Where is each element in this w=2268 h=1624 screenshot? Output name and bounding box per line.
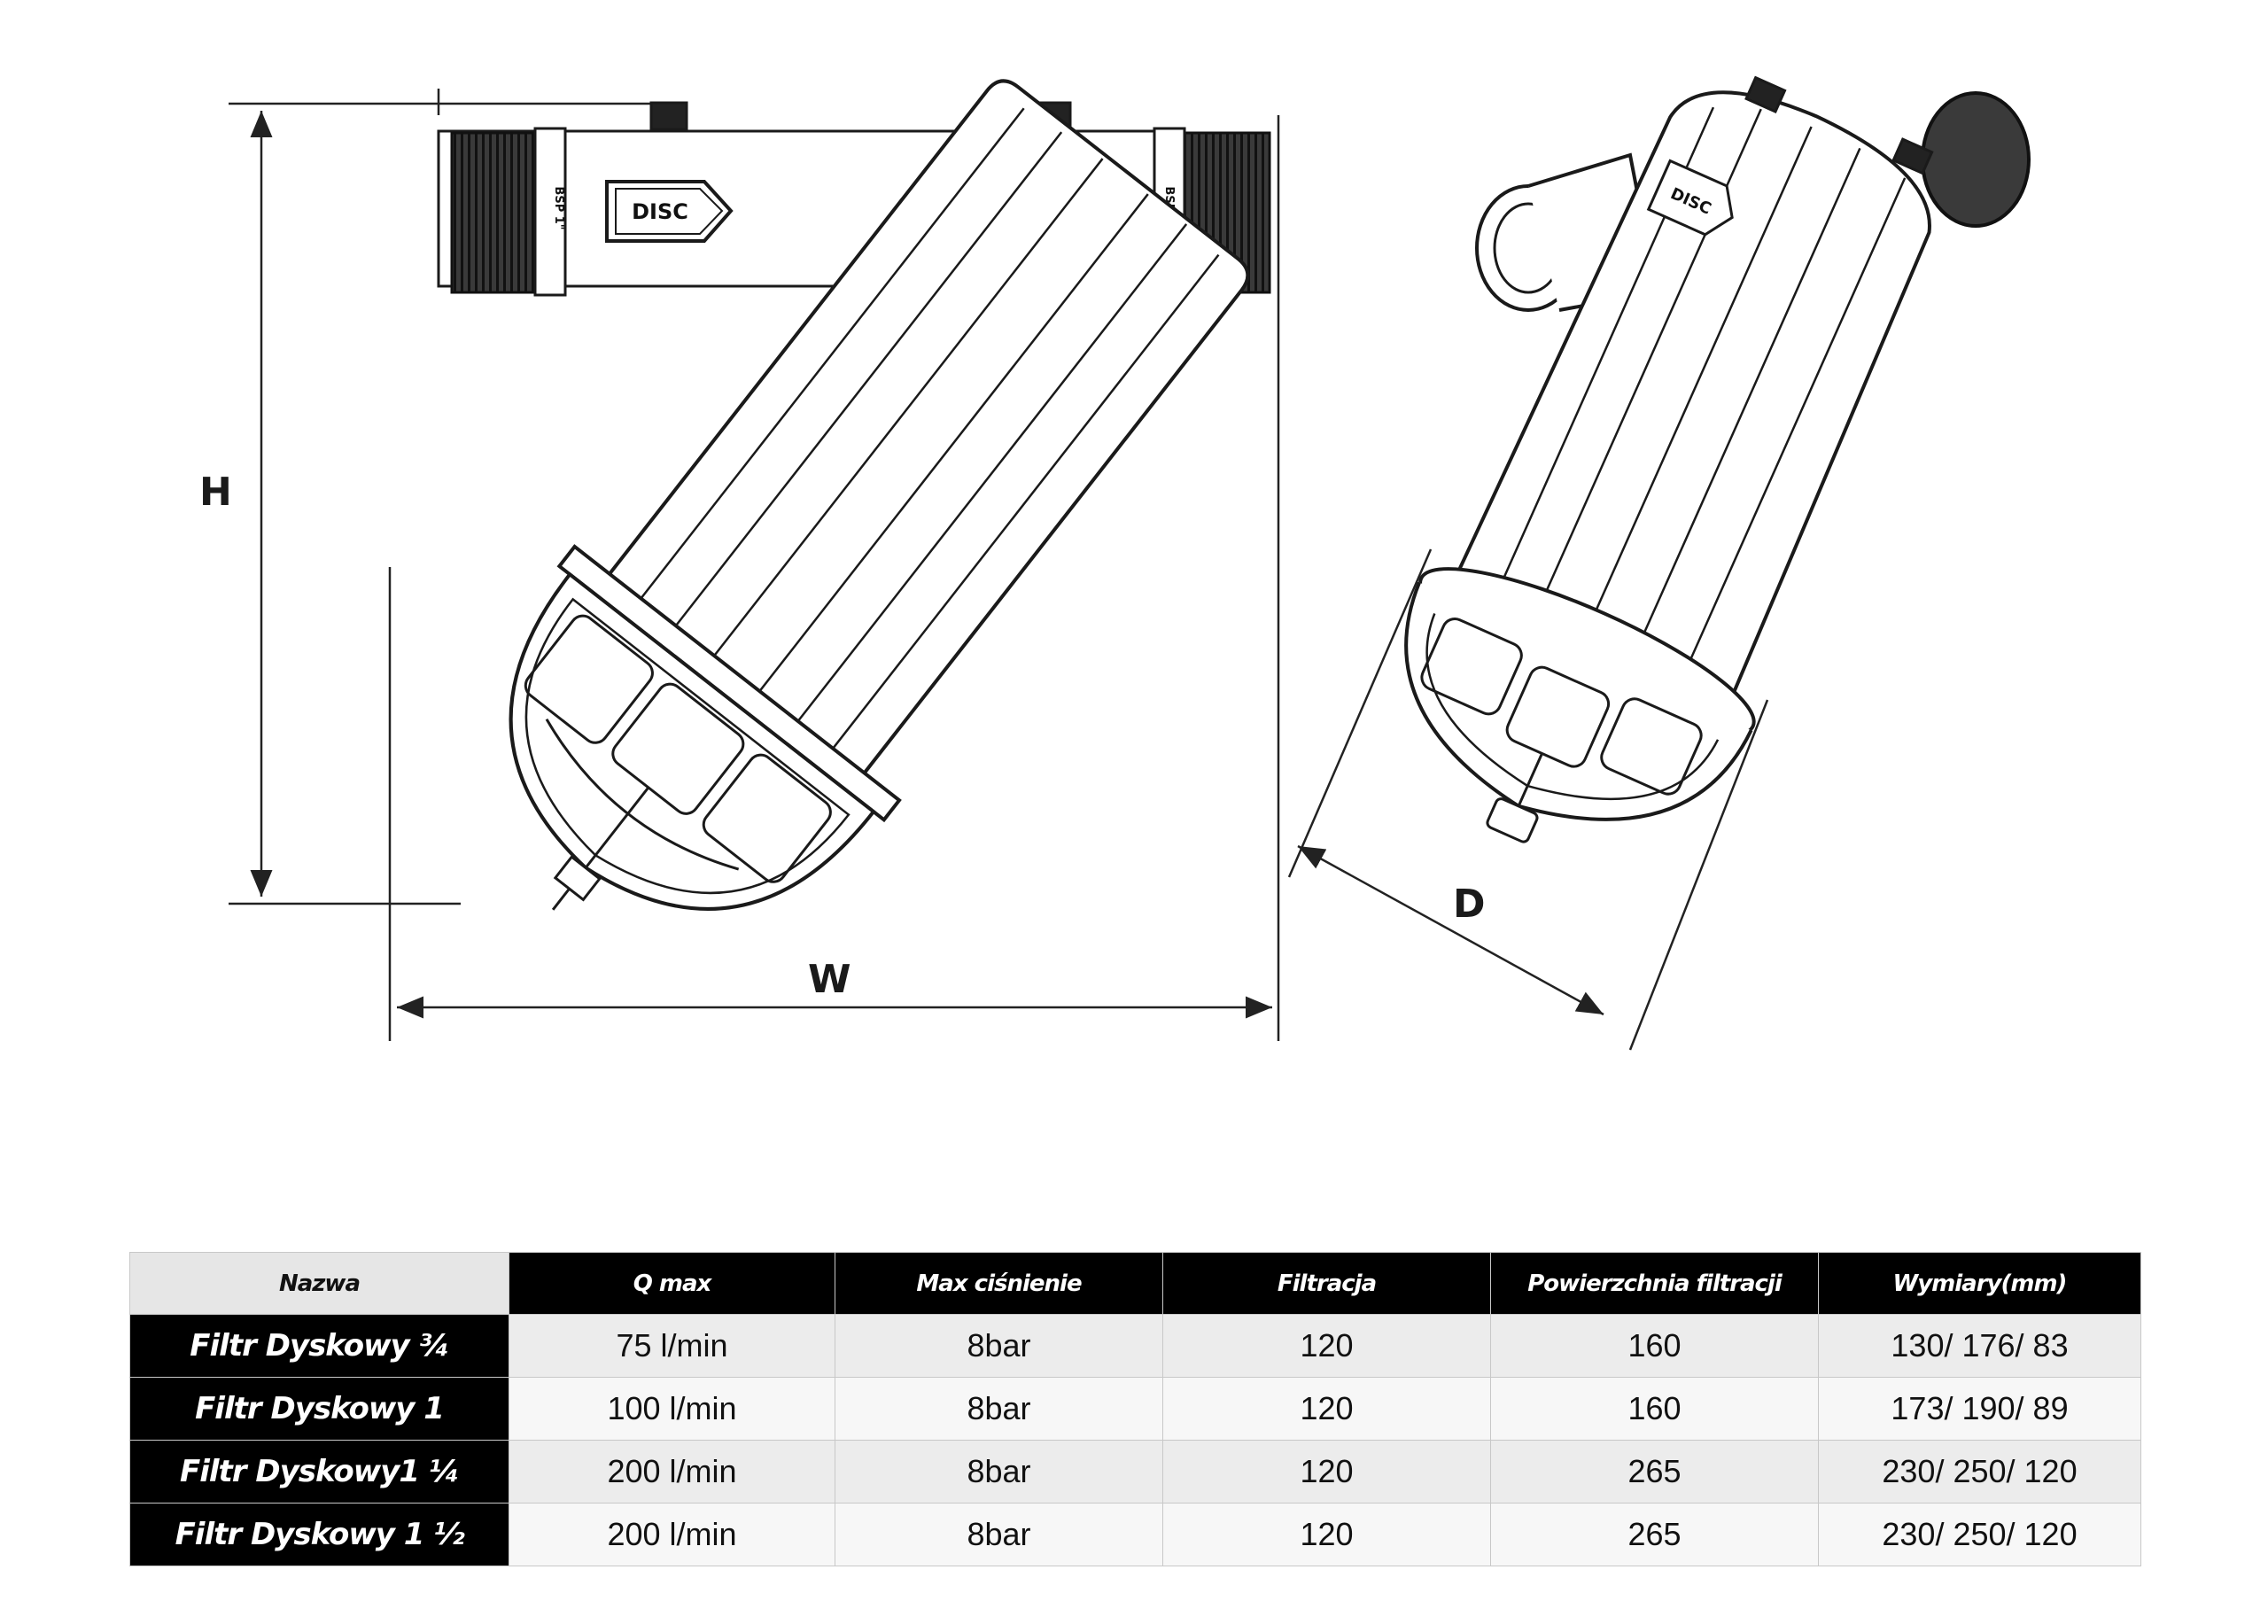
header-filtracja: Filtracja — [1162, 1252, 1491, 1315]
table-row: Filtr Dyskowy ¾ 75 l/min 8bar 120 160 13… — [129, 1314, 2141, 1378]
table-header-row: Nazwa Q max Max ciśnienie Filtracja Powi… — [129, 1252, 2141, 1315]
table-row: Filtr Dyskowy1 ¼ 200 l/min 8bar 120 265 … — [129, 1440, 2141, 1504]
dimension-lines — [229, 89, 1280, 1041]
header-nazwa: Nazwa — [129, 1252, 509, 1315]
table-row: Filtr Dyskowy 1 100 l/min 8bar 120 160 1… — [129, 1377, 2141, 1441]
cell-wymiary: 173/ 190/ 89 — [1818, 1377, 2141, 1441]
cell-powierzchnia: 160 — [1490, 1377, 1819, 1441]
cell-filtracja: 120 — [1162, 1440, 1491, 1504]
cell-max-cisnienie: 8bar — [835, 1440, 1163, 1504]
header-q-max: Q max — [509, 1252, 835, 1315]
row-name: Filtr Dyskowy ¾ — [129, 1314, 509, 1378]
row-name: Filtr Dyskowy1 ¼ — [129, 1440, 509, 1504]
cell-powierzchnia: 265 — [1490, 1503, 1819, 1566]
front-view: BSP 1" BSP 1" DISC — [199, 79, 1280, 1041]
cell-wymiary: 230/ 250/ 120 — [1818, 1503, 2141, 1566]
row-name: Filtr Dyskowy 1 ½ — [129, 1503, 509, 1566]
header-wymiary: Wymiary(mm) — [1818, 1252, 2141, 1315]
cell-q-max: 200 l/min — [509, 1503, 835, 1566]
cell-filtracja: 120 — [1162, 1377, 1491, 1441]
bsp-marking-left: BSP 1" — [552, 186, 565, 229]
cell-filtracja: 120 — [1162, 1314, 1491, 1378]
header-max-cisnienie: Max ciśnienie — [835, 1252, 1163, 1315]
technical-drawing: BSP 1" BSP 1" DISC — [199, 75, 2031, 1051]
perspective-view: DISC D — [1287, 75, 2031, 1051]
disc-badge: DISC — [605, 180, 734, 243]
disc-label: DISC — [632, 199, 688, 224]
dim-label-w: W — [808, 957, 851, 1002]
spec-table: Nazwa Q max Max ciśnienie Filtracja Powi… — [129, 1252, 2141, 1566]
row-name: Filtr Dyskowy 1 — [129, 1377, 509, 1441]
dim-label-h: H — [199, 470, 232, 515]
cell-max-cisnienie: 8bar — [835, 1377, 1163, 1441]
depth-dimension — [1287, 548, 1769, 1051]
cell-powierzchnia: 265 — [1490, 1440, 1819, 1504]
dim-label-d: D — [1453, 882, 1486, 927]
cell-q-max: 200 l/min — [509, 1440, 835, 1504]
cell-max-cisnienie: 8bar — [835, 1314, 1163, 1378]
cell-q-max: 75 l/min — [509, 1314, 835, 1378]
cell-max-cisnienie: 8bar — [835, 1503, 1163, 1566]
cell-filtracja: 120 — [1162, 1503, 1491, 1566]
header-powierzchnia-filtracji: Powierzchnia filtracji — [1490, 1252, 1819, 1315]
cell-wymiary: 230/ 250/ 120 — [1818, 1440, 2141, 1504]
cell-wymiary: 130/ 176/ 83 — [1818, 1314, 2141, 1378]
cell-q-max: 100 l/min — [509, 1377, 835, 1441]
cell-powierzchnia: 160 — [1490, 1314, 1819, 1378]
table-row: Filtr Dyskowy 1 ½ 200 l/min 8bar 120 265… — [129, 1503, 2141, 1566]
